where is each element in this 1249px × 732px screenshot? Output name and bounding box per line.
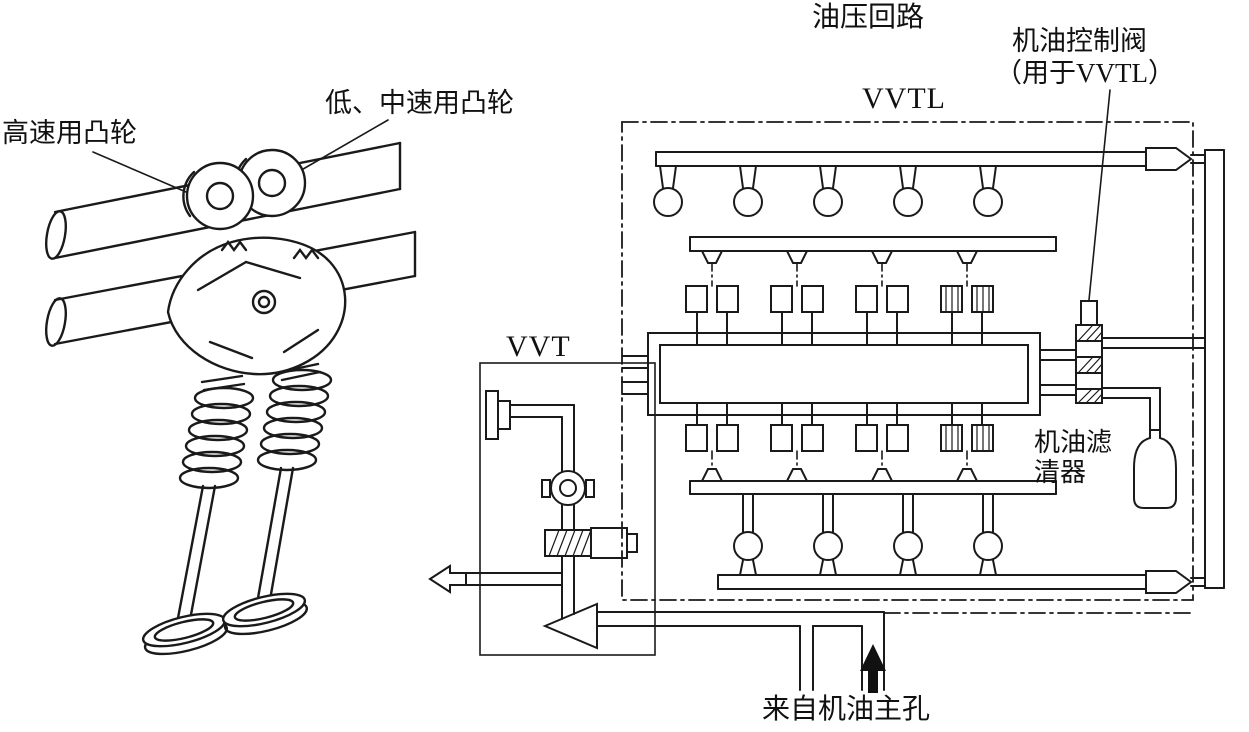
oil-control-valve-sublabel: （用于VVTL） bbox=[995, 58, 1175, 88]
vvtl-label: VVTL bbox=[862, 82, 946, 115]
oil-supply-pipes bbox=[596, 611, 886, 693]
vvt-unit bbox=[428, 362, 656, 656]
flow-left-arrow bbox=[428, 564, 467, 594]
oil-control-valve bbox=[1075, 300, 1206, 431]
oil-circuit-title: 油压回路 bbox=[812, 2, 925, 33]
bottom-lifters bbox=[685, 402, 994, 470]
oil-filter bbox=[1133, 429, 1177, 509]
high-speed-cam-label: 高速用凸轮 bbox=[2, 118, 137, 148]
oil-filter-label: 机油滤 清器 bbox=[1034, 428, 1112, 488]
top-lifters bbox=[685, 285, 994, 346]
camshaft-gallery bbox=[621, 332, 1077, 416]
bottom-oil-rail bbox=[717, 493, 1206, 594]
vvtl-boundary bbox=[621, 121, 1194, 614]
right-oil-pipes bbox=[1204, 149, 1225, 589]
oil-funnel bbox=[542, 602, 598, 650]
top-oil-rail bbox=[653, 147, 1206, 217]
vvt-label: VVT bbox=[506, 330, 571, 363]
oil-filter-label-line2: 清器 bbox=[1034, 457, 1087, 487]
from-oil-main-label: 来自机油主孔 bbox=[762, 694, 931, 725]
bottom-manifold bbox=[689, 468, 1057, 495]
oil-control-valve-label: 机油控制阀 bbox=[1012, 26, 1147, 56]
flow-up-arrow bbox=[860, 644, 886, 693]
oil-filter-label-line1: 机油滤 bbox=[1034, 428, 1113, 457]
leader-lines bbox=[92, 89, 1111, 301]
top-manifold bbox=[689, 236, 1057, 287]
low-mid-speed-cam-label: 低、中速用凸轮 bbox=[325, 88, 514, 118]
cam-valve-assembly bbox=[45, 141, 417, 656]
